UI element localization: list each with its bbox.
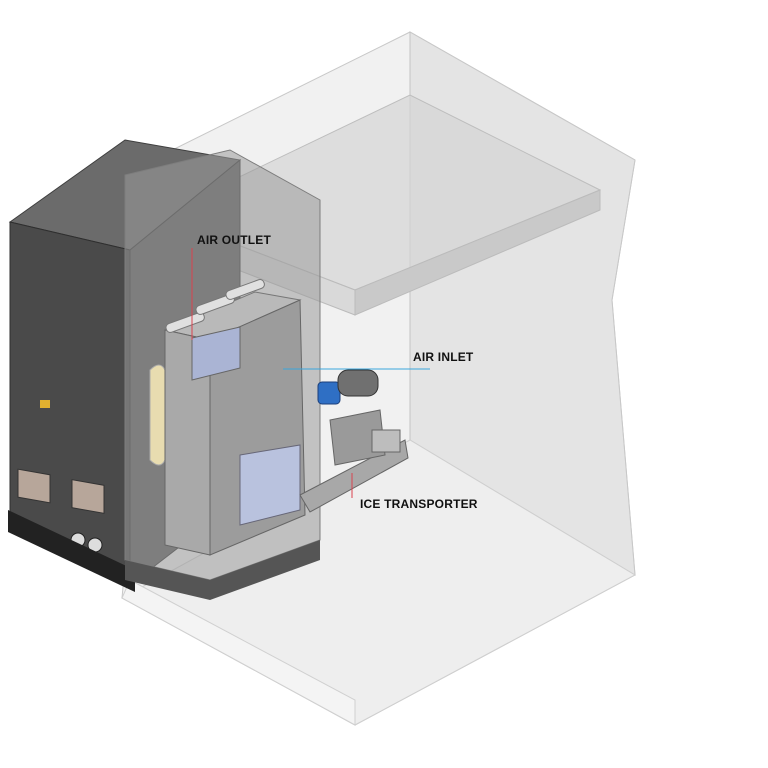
ice-transporter-assembly bbox=[299, 369, 409, 513]
air-outlet-label: AIR OUTLET bbox=[197, 233, 271, 247]
air-inlet-label: AIR INLET bbox=[413, 350, 474, 364]
ice-generator bbox=[163, 279, 306, 556]
ice-transporter-label: ICE TRANSPORTER bbox=[360, 497, 478, 511]
air-pipes bbox=[165, 279, 265, 333]
